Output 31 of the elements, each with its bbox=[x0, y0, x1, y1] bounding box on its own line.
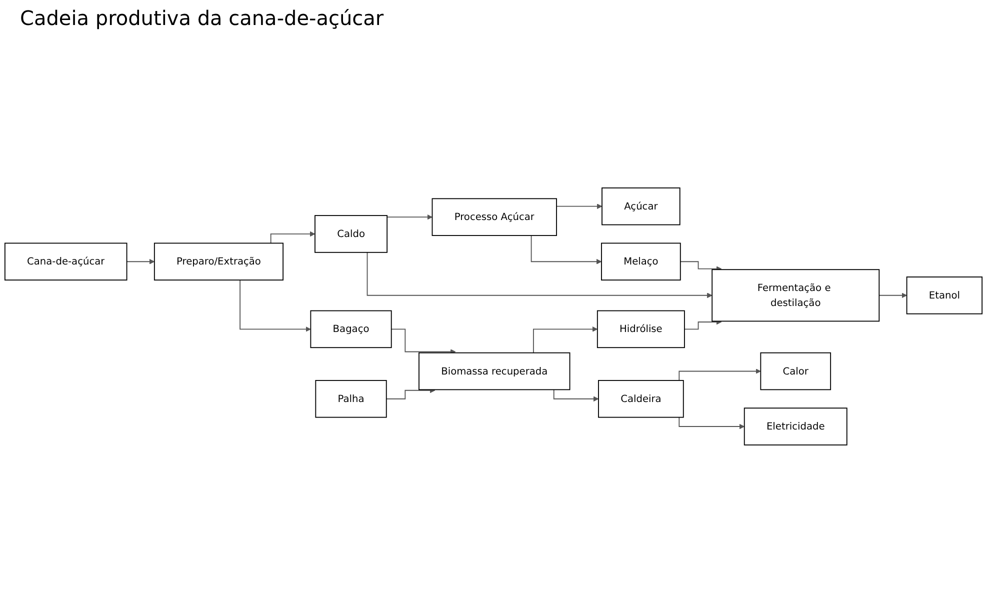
arrow bbox=[684, 318, 722, 330]
arrow bbox=[386, 387, 436, 399]
node-box: Processo Açúcar bbox=[432, 198, 557, 236]
arrow bbox=[270, 230, 316, 244]
arrow bbox=[878, 292, 908, 298]
arrow bbox=[553, 388, 599, 402]
arrow bbox=[678, 416, 745, 429]
node-box: Biomassa recuperada bbox=[418, 352, 570, 390]
arrow bbox=[680, 260, 722, 272]
node-box: Etanol bbox=[906, 276, 983, 314]
node-box: Calor bbox=[760, 352, 832, 390]
arrow bbox=[533, 326, 598, 353]
arrow bbox=[240, 279, 311, 332]
node-box: Caldo bbox=[314, 214, 388, 252]
arrow bbox=[678, 368, 761, 380]
node-box: Cana-de-açúcar bbox=[4, 242, 128, 280]
node-box: Açúcar bbox=[602, 187, 680, 225]
node-box: Hidrólise bbox=[596, 310, 685, 348]
node-box: Bagaço bbox=[310, 310, 392, 348]
arrow bbox=[126, 258, 155, 264]
node-box: Fermentação e destilação bbox=[712, 268, 880, 322]
node-box: Eletricidade bbox=[744, 407, 848, 445]
node-box: Melaço bbox=[601, 242, 681, 280]
node-box: Caldeira bbox=[598, 380, 684, 418]
node-box: Preparo/Extração bbox=[154, 242, 284, 280]
diagram-title: Cadeia produtiva da cana-de-açúcar bbox=[20, 6, 385, 30]
arrow bbox=[556, 203, 602, 210]
arrow bbox=[530, 234, 602, 264]
arrow bbox=[366, 252, 712, 298]
node-box: Palha bbox=[315, 380, 387, 418]
arrow bbox=[390, 328, 456, 354]
